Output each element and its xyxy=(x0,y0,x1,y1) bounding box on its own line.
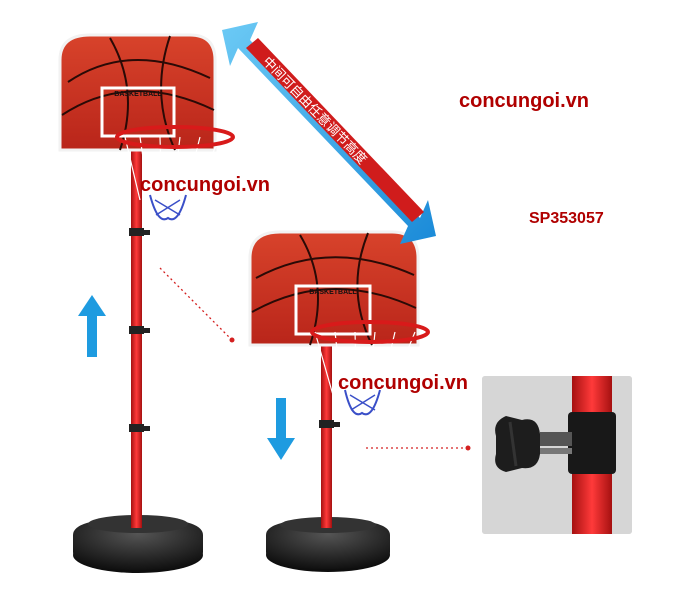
down-arrow-icon xyxy=(267,398,295,460)
backboard-label: BASKETBALL xyxy=(114,91,162,98)
clamp-knob-closeup xyxy=(482,376,632,534)
watermark-text: concungoi.vn xyxy=(140,174,270,196)
up-arrow-icon xyxy=(78,295,106,357)
leader-line xyxy=(159,267,231,339)
watermark-text: concungoi.vn xyxy=(338,372,468,394)
short-basketball-stand xyxy=(248,230,430,572)
tall-basketball-stand xyxy=(58,33,235,573)
backboard-label: BASKETBALL xyxy=(309,289,357,296)
adjust-height-banner: 中间可自由任意调节高度 xyxy=(259,54,370,168)
watermark-text: concungoi.vn xyxy=(459,90,589,112)
diagonal-adjust-arrow xyxy=(222,22,436,244)
product-sku: SP353057 xyxy=(529,210,604,227)
